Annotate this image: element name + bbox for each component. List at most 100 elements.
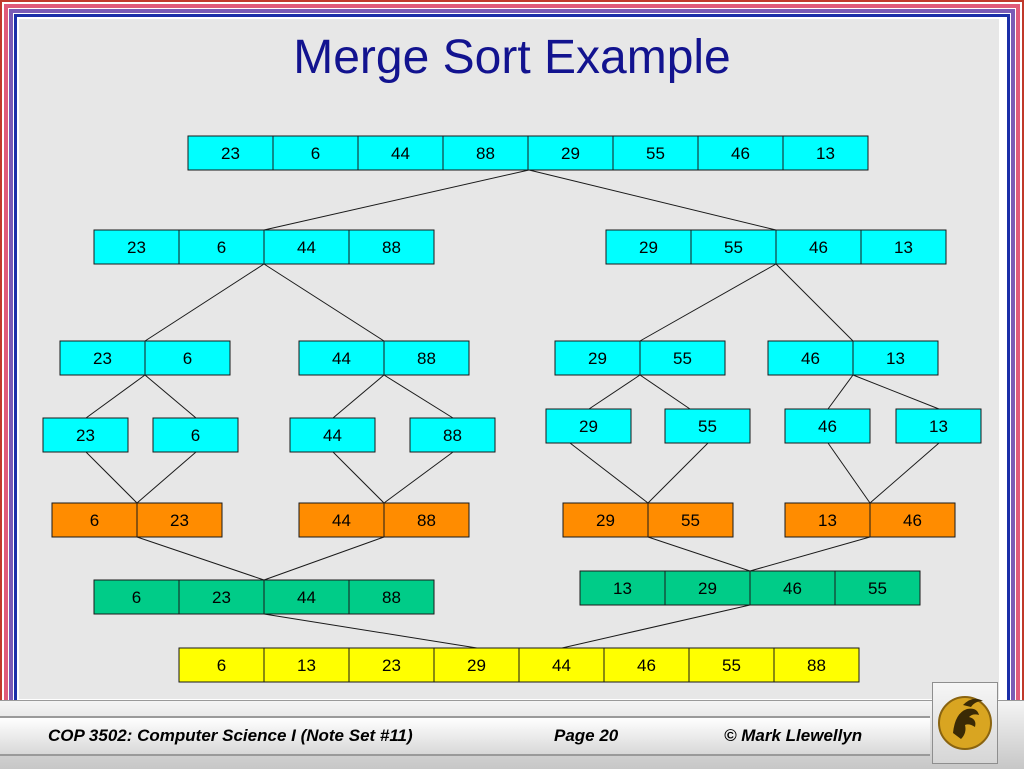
tree-edge xyxy=(647,536,751,572)
tree-edge xyxy=(136,451,197,504)
array-cell-value: 23 xyxy=(212,588,231,607)
array-cell xyxy=(272,135,359,171)
array-cell xyxy=(93,579,180,615)
array-cell xyxy=(383,340,470,376)
array-cell xyxy=(144,340,231,376)
tree-edge xyxy=(561,604,751,649)
array-cell xyxy=(348,579,435,615)
array-cell xyxy=(545,408,632,444)
array-cell xyxy=(59,340,146,376)
array-cell xyxy=(603,647,690,683)
array-cell xyxy=(383,502,470,538)
tree-edge xyxy=(639,374,691,410)
array-cell xyxy=(773,647,860,683)
array-cell-value: 23 xyxy=(93,349,112,368)
array-cell-value: 88 xyxy=(443,426,462,445)
array-cell xyxy=(639,340,726,376)
array-cell xyxy=(562,502,649,538)
array-cell xyxy=(357,135,444,171)
array-cell-value: 23 xyxy=(76,426,95,445)
array-cell-value: 55 xyxy=(722,656,741,675)
tree-edge xyxy=(144,374,197,419)
array-cell xyxy=(784,408,871,444)
array-cell xyxy=(869,502,956,538)
array-cell-value: 44 xyxy=(297,238,316,257)
array-cell xyxy=(42,417,129,453)
array-cell-value: 6 xyxy=(311,144,320,163)
array-cell xyxy=(895,408,982,444)
array-cell xyxy=(178,229,265,265)
array-cell xyxy=(554,340,641,376)
array-cell-value: 88 xyxy=(807,656,826,675)
array-cell xyxy=(605,229,692,265)
array-cell-value: 44 xyxy=(391,144,410,163)
array-cell-value: 88 xyxy=(417,349,436,368)
array-cell-value: 6 xyxy=(183,349,192,368)
tree-edge xyxy=(263,536,385,581)
array-cell xyxy=(298,502,385,538)
array-cell xyxy=(612,135,699,171)
slide-title: Merge Sort Example xyxy=(293,31,731,84)
array-cell-value: 44 xyxy=(297,588,316,607)
array-cell-value: 6 xyxy=(90,511,99,530)
array-cell-value: 29 xyxy=(698,579,717,598)
array-cell-value: 13 xyxy=(886,349,905,368)
array-cell-value: 44 xyxy=(323,426,342,445)
array-cell xyxy=(647,502,734,538)
array-cell-value: 44 xyxy=(332,349,351,368)
tree-edge xyxy=(383,451,454,504)
tree-edge xyxy=(332,374,385,419)
tree-edge xyxy=(144,263,265,342)
array-cell-value: 29 xyxy=(579,417,598,436)
array-cell xyxy=(860,229,947,265)
array-cell xyxy=(688,647,775,683)
array-cell xyxy=(93,229,180,265)
array-split-8: 6 xyxy=(152,417,239,453)
array-cell-value: 29 xyxy=(588,349,607,368)
array-cell xyxy=(289,417,376,453)
array-cell-value: 29 xyxy=(561,144,580,163)
array-cell-value: 55 xyxy=(681,511,700,530)
array-cell-value: 88 xyxy=(417,511,436,530)
array-cell-value: 46 xyxy=(903,511,922,530)
logo-box xyxy=(932,682,998,764)
array-cell-value: 13 xyxy=(613,579,632,598)
array-merged_pair-17: 29 55 xyxy=(562,502,734,538)
array-cell-value: 46 xyxy=(731,144,750,163)
array-cell-value: 55 xyxy=(724,238,743,257)
array-cell-value: 23 xyxy=(221,144,240,163)
tree-edge xyxy=(827,374,854,410)
array-cell-value: 46 xyxy=(783,579,802,598)
tree-edge xyxy=(263,263,385,342)
array-cell-value: 88 xyxy=(382,588,401,607)
array-cell-value: 13 xyxy=(297,656,316,675)
array-cell xyxy=(775,229,862,265)
array-cell xyxy=(187,135,274,171)
array-cell xyxy=(409,417,496,453)
tree-edge xyxy=(136,536,265,581)
footer-course: COP 3502: Computer Science I (Note Set #… xyxy=(48,726,413,745)
array-cell xyxy=(178,579,265,615)
tree-edge xyxy=(85,374,146,419)
array-cell-value: 23 xyxy=(127,238,146,257)
tree-edge xyxy=(749,536,871,572)
array-cell xyxy=(433,647,520,683)
array-cell-value: 55 xyxy=(698,417,717,436)
tree-edge xyxy=(775,263,854,342)
array-cell xyxy=(784,502,871,538)
array-cell-value: 13 xyxy=(818,511,837,530)
array-cell-value: 23 xyxy=(382,656,401,675)
array-split-9: 44 xyxy=(289,417,376,453)
array-cell-value: 29 xyxy=(596,511,615,530)
array-cell-value: 13 xyxy=(816,144,835,163)
array-cell xyxy=(852,340,939,376)
